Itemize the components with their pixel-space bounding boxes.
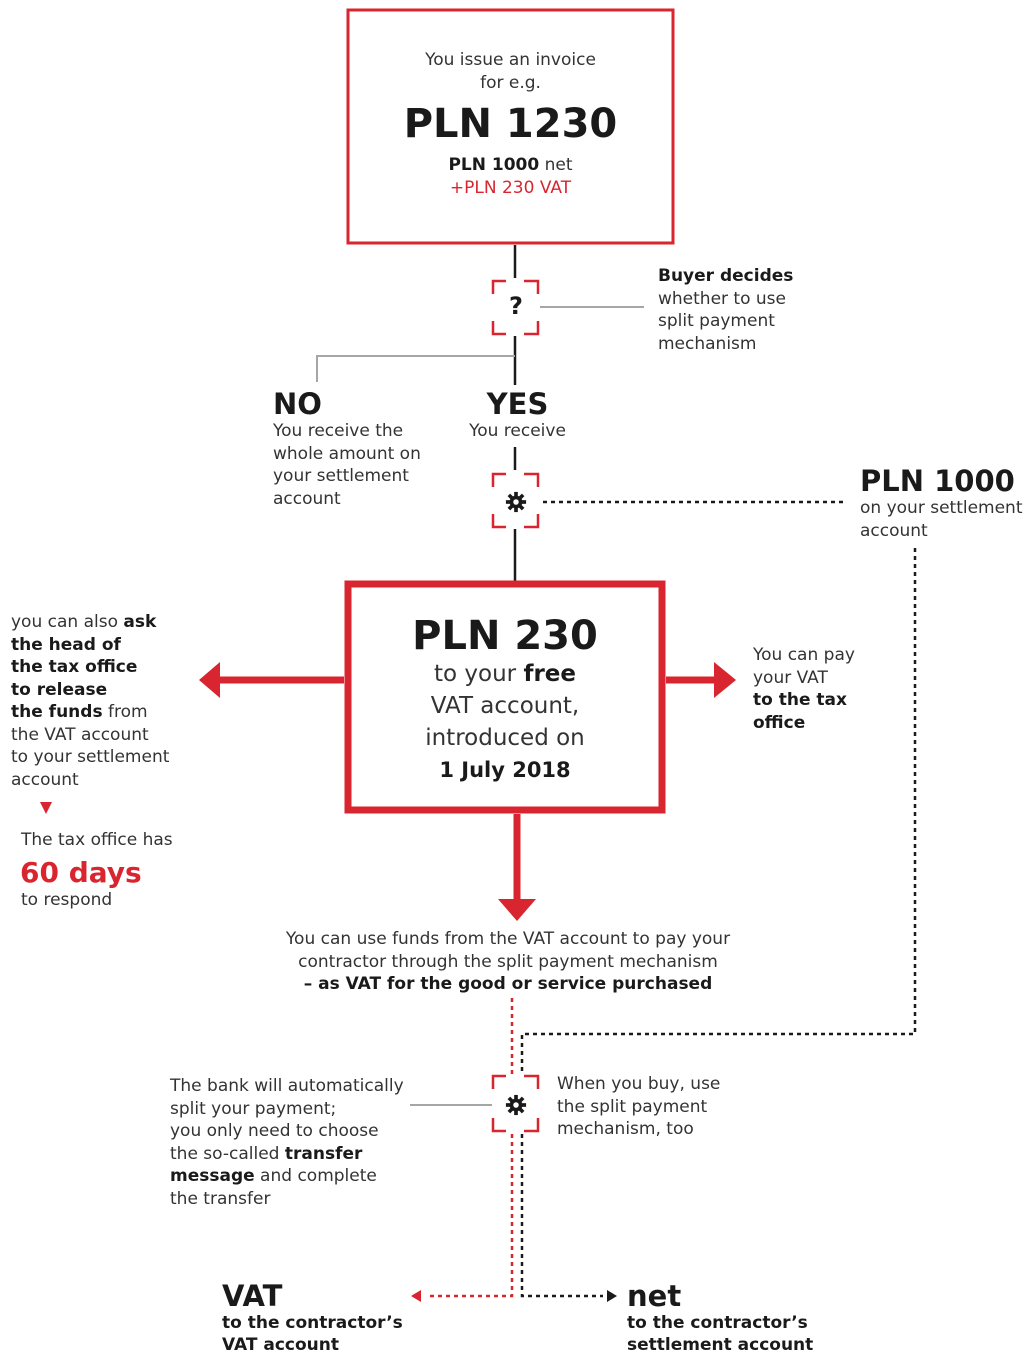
no-label: NO	[273, 387, 322, 421]
pay-bold: office	[753, 712, 806, 733]
note-bold: the funds	[11, 702, 103, 722]
invoice-line2: for e.g.	[480, 72, 541, 93]
pay-line: your VAT	[753, 667, 828, 688]
settlement-note: PLN 1000 on your settlement account	[860, 465, 1029, 542]
decision-line: whether to use	[658, 288, 786, 309]
buy-line: mechanism, too	[557, 1119, 694, 1139]
note-bold: ask	[123, 612, 157, 632]
note-text: to your settlement	[11, 747, 170, 767]
no-line: account	[273, 488, 341, 509]
use-funds-note: You can use funds from the VAT account t…	[248, 928, 768, 996]
note-text: from	[102, 702, 148, 722]
decision-note: Buyer decides whether to use split payme…	[658, 265, 838, 355]
vat-date: 1 July 2018	[439, 758, 571, 782]
bank-line: split your payment;	[170, 1098, 337, 1119]
bank-line: and complete	[254, 1166, 377, 1186]
vat-destination: VAT to the contractor’s VAT account	[222, 1280, 422, 1356]
invoice-line1: You issue an invoice	[425, 50, 596, 70]
no-line: whole amount on	[273, 443, 421, 464]
pay-bold: to the tax	[753, 690, 847, 710]
tax-office-line: The tax office has	[21, 830, 173, 850]
gear-bracket	[491, 472, 540, 529]
note-bold: the head of	[11, 634, 121, 655]
vat-out-line: VAT account	[222, 1335, 339, 1355]
buy-note: When you buy, use the split payment mech…	[557, 1073, 757, 1141]
vat-out-label: VAT	[222, 1279, 283, 1313]
yes-line: You receive	[469, 421, 566, 441]
no-branch: NO You receive the whole amount on your …	[273, 388, 473, 510]
respond-line: to respond	[21, 890, 113, 910]
bank-bold: message	[170, 1166, 255, 1186]
note-text: you can also	[11, 612, 124, 632]
buy-line: When you buy, use	[557, 1074, 721, 1094]
bank-bold: transfer	[284, 1143, 363, 1164]
use-funds-line: contractor through the split payment mec…	[298, 951, 718, 972]
vat-split-line	[426, 1134, 514, 1298]
vat-account-box	[344, 580, 666, 814]
no-branch-line	[316, 355, 515, 382]
arrow-left-icon	[199, 662, 220, 698]
invoice-box-content: You issue an invoice for e.g. PLN 1230 P…	[348, 49, 673, 199]
bank-line: the so-called	[170, 1143, 285, 1164]
use-funds-bold: – as VAT for the good or service purchas…	[303, 974, 713, 994]
vat-line: VAT account,	[430, 693, 580, 719]
triangle-down-icon	[40, 802, 52, 814]
decision-line: mechanism	[658, 333, 757, 354]
pay-line: You can pay	[753, 645, 855, 665]
invoice-amount: PLN 1230	[403, 101, 618, 147]
vat-line: to your free	[352, 658, 658, 690]
net-label: net	[539, 155, 573, 175]
gear-icon	[505, 491, 527, 513]
arrow-right-small-icon	[607, 1290, 617, 1302]
bank-line: the transfer	[170, 1188, 271, 1209]
yes-label: YES	[486, 387, 549, 421]
arrow-left-small-icon	[411, 1290, 421, 1302]
use-funds-line: You can use funds from the VAT account t…	[285, 929, 731, 949]
vat-line-pre: to your	[434, 661, 524, 687]
yes-branch: YES You receive	[455, 388, 580, 443]
invoice-box	[346, 8, 675, 245]
net-out-line: to the contractor’s	[627, 1313, 808, 1333]
settlement-line: on your settlement	[860, 498, 1023, 518]
days-value: 60 days	[20, 856, 142, 889]
no-line: You receive the	[273, 421, 404, 441]
pay-vat-note: You can pay your VAT to the tax office	[753, 644, 913, 734]
vat-line: introduced on	[425, 725, 585, 751]
settlement-amount: PLN 1000	[860, 464, 1015, 498]
question-mark-icon: ?	[509, 292, 523, 320]
vat-account-box-content: PLN 230 to your free VAT account, introd…	[352, 614, 658, 786]
gear-icon	[505, 1094, 527, 1116]
net-out-line: settlement account	[627, 1335, 814, 1355]
no-line: your settlement	[273, 466, 409, 486]
note-text: the VAT account	[11, 724, 149, 745]
decision-line: split payment	[658, 311, 775, 331]
net-amount: PLN 1000	[448, 155, 540, 175]
arrow-right-icon	[714, 662, 736, 698]
vat-out-line: to the contractor’s	[222, 1313, 403, 1333]
buy-line: the split payment	[557, 1096, 708, 1117]
net-split-line	[520, 1134, 603, 1298]
note-bold: the tax office	[11, 657, 138, 677]
note-bold: to release	[11, 679, 108, 700]
note-text: account	[11, 769, 79, 790]
settlement-line: account	[860, 520, 928, 541]
bank-line: The bank will automatically	[170, 1076, 404, 1096]
bank-line: you only need to choose	[170, 1121, 379, 1141]
decision-title: Buyer decides	[658, 266, 794, 286]
settlement-dotted-path	[520, 548, 917, 1073]
question-bracket	[491, 279, 540, 336]
bank-note: The bank will automatically split your p…	[170, 1075, 410, 1210]
vat-amount: PLN 230	[412, 613, 598, 659]
gear-bracket	[491, 1074, 540, 1133]
net-destination: net to the contractor’s settlement accou…	[627, 1280, 847, 1356]
release-funds-note: you can also ask the head of the tax off…	[11, 611, 196, 791]
invoice-vat: +PLN 230 VAT	[449, 177, 572, 198]
vat-line-bold: free	[523, 661, 576, 687]
invoice-net: PLN 1000 net	[348, 154, 673, 177]
net-out-label: net	[627, 1279, 682, 1313]
arrow-down-icon	[498, 899, 536, 921]
